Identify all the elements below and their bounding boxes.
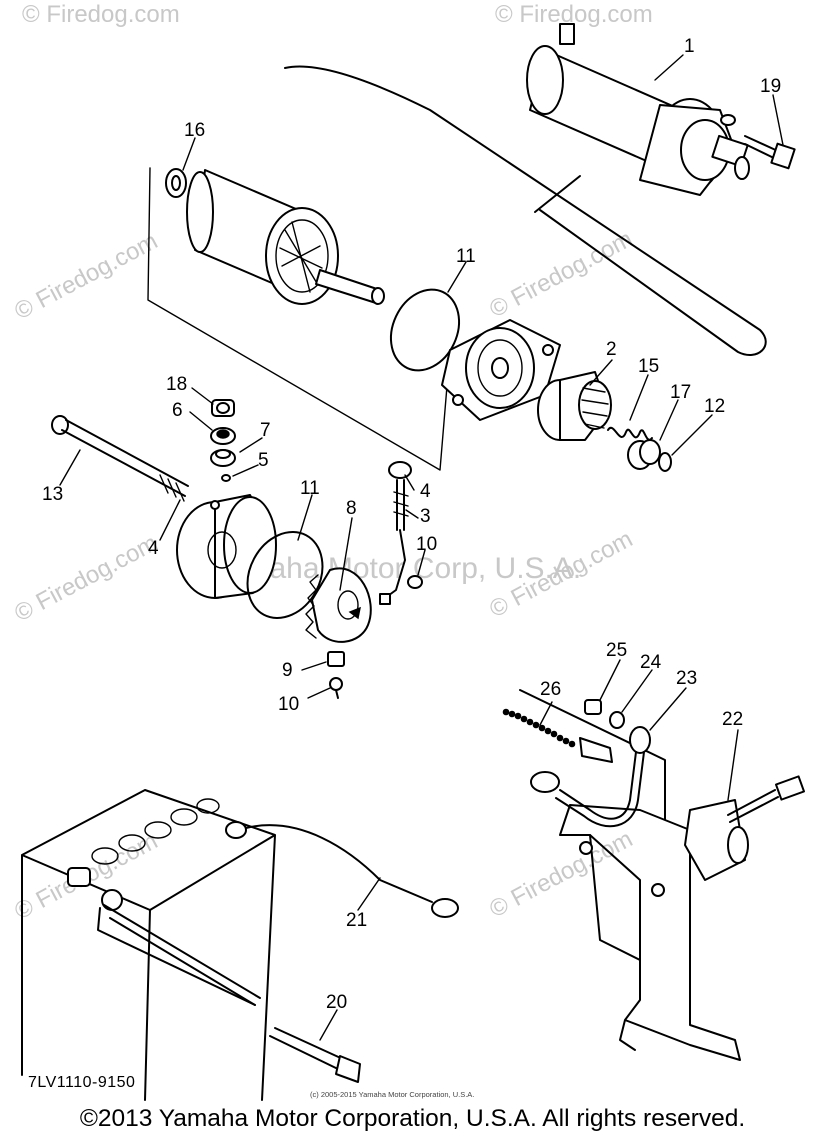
o-ring-part-11 xyxy=(246,531,324,619)
bushing-part-7 xyxy=(210,449,236,467)
washer-part-6 xyxy=(210,427,236,445)
callout-12: 12 xyxy=(704,396,725,417)
o-ring-part-11 xyxy=(389,288,461,372)
armature xyxy=(186,169,385,305)
callout-5: 5 xyxy=(258,450,269,471)
through-bolt-part-13 xyxy=(51,415,189,502)
stopper-part-17 xyxy=(627,439,661,470)
callout-numbers: 1 19 16 11 2 15 17 12 18 6 7 5 13 4 11 8… xyxy=(42,36,781,1013)
washer-part-16 xyxy=(165,168,187,198)
bracket-hole xyxy=(651,883,665,897)
starter-cable-part-23 xyxy=(530,726,651,828)
callout-21: 21 xyxy=(346,910,367,931)
starter-relay-part-22 xyxy=(684,775,806,881)
washer-part-24 xyxy=(609,711,625,729)
bolt-part-19 xyxy=(744,135,796,170)
pinion-part-2 xyxy=(537,371,612,441)
callout-10: 10 xyxy=(278,694,299,715)
terminal-part-3 xyxy=(379,461,412,605)
screw-part-10 xyxy=(329,677,343,699)
callout-20: 20 xyxy=(326,992,347,1013)
callout-8: 8 xyxy=(346,498,357,519)
callout-22: 22 xyxy=(722,709,743,730)
callout-23: 23 xyxy=(676,668,697,689)
callout-13: 13 xyxy=(42,484,63,505)
callout-17: 17 xyxy=(670,382,691,403)
callout-9: 9 xyxy=(282,660,293,681)
ground-cable-part-21 xyxy=(225,821,459,918)
callout-10: 10 xyxy=(416,534,437,555)
brush-holder-part-8 xyxy=(305,567,372,643)
copyright-footer: ©2013 Yamaha Motor Corporation, U.S.A. A… xyxy=(79,1105,746,1132)
callout-2: 2 xyxy=(606,339,617,360)
group-frame xyxy=(147,167,451,471)
spring-part-15 xyxy=(607,426,653,441)
callout-11: 11 xyxy=(456,246,476,267)
battery xyxy=(21,789,276,1101)
callout-18: 18 xyxy=(166,374,187,395)
callout-16: 16 xyxy=(184,120,205,141)
brush-part-9 xyxy=(327,651,345,667)
front-cover xyxy=(441,319,561,421)
battery-cable-part-20 xyxy=(97,889,361,1083)
watermark-text: © Firedog.com xyxy=(10,529,162,627)
callout-6: 6 xyxy=(172,400,183,421)
callout-15: 15 xyxy=(638,356,659,377)
watermark-text: © Firedog.com xyxy=(22,1,180,28)
nut-part-25 xyxy=(584,699,602,715)
starter-motor-part-1 xyxy=(284,23,767,356)
watermark-text: © Firedog.com xyxy=(485,225,637,323)
callout-4: 4 xyxy=(148,538,159,559)
watermark-text: © Firedog.com xyxy=(10,227,162,325)
callout-1: 1 xyxy=(684,36,695,57)
mounting-bracket xyxy=(519,689,741,1061)
screw-part-10 xyxy=(407,575,423,589)
callout-26: 26 xyxy=(540,679,561,700)
chain-part-26 xyxy=(502,708,613,763)
callout-7: 7 xyxy=(260,420,271,441)
rear-cover xyxy=(176,494,277,599)
callout-24: 24 xyxy=(640,652,662,673)
nut-part-18 xyxy=(211,399,235,417)
o-ring-part-5 xyxy=(221,474,231,482)
callout-19: 19 xyxy=(760,76,781,97)
diagram-part-code: 7LV1110-9150 xyxy=(28,1074,135,1091)
leader-lines xyxy=(59,54,784,1041)
callout-4: 4 xyxy=(420,481,431,502)
clip-part-12 xyxy=(658,452,672,472)
small-copyright: (c) 2005-2015 Yamaha Motor Corporation, … xyxy=(310,1090,474,1099)
watermark-text: © Firedog.com xyxy=(485,825,637,923)
bracket-hole xyxy=(579,841,593,855)
callout-25: 25 xyxy=(606,640,627,661)
callout-3: 3 xyxy=(420,506,431,527)
callout-11: 11 xyxy=(300,478,320,499)
